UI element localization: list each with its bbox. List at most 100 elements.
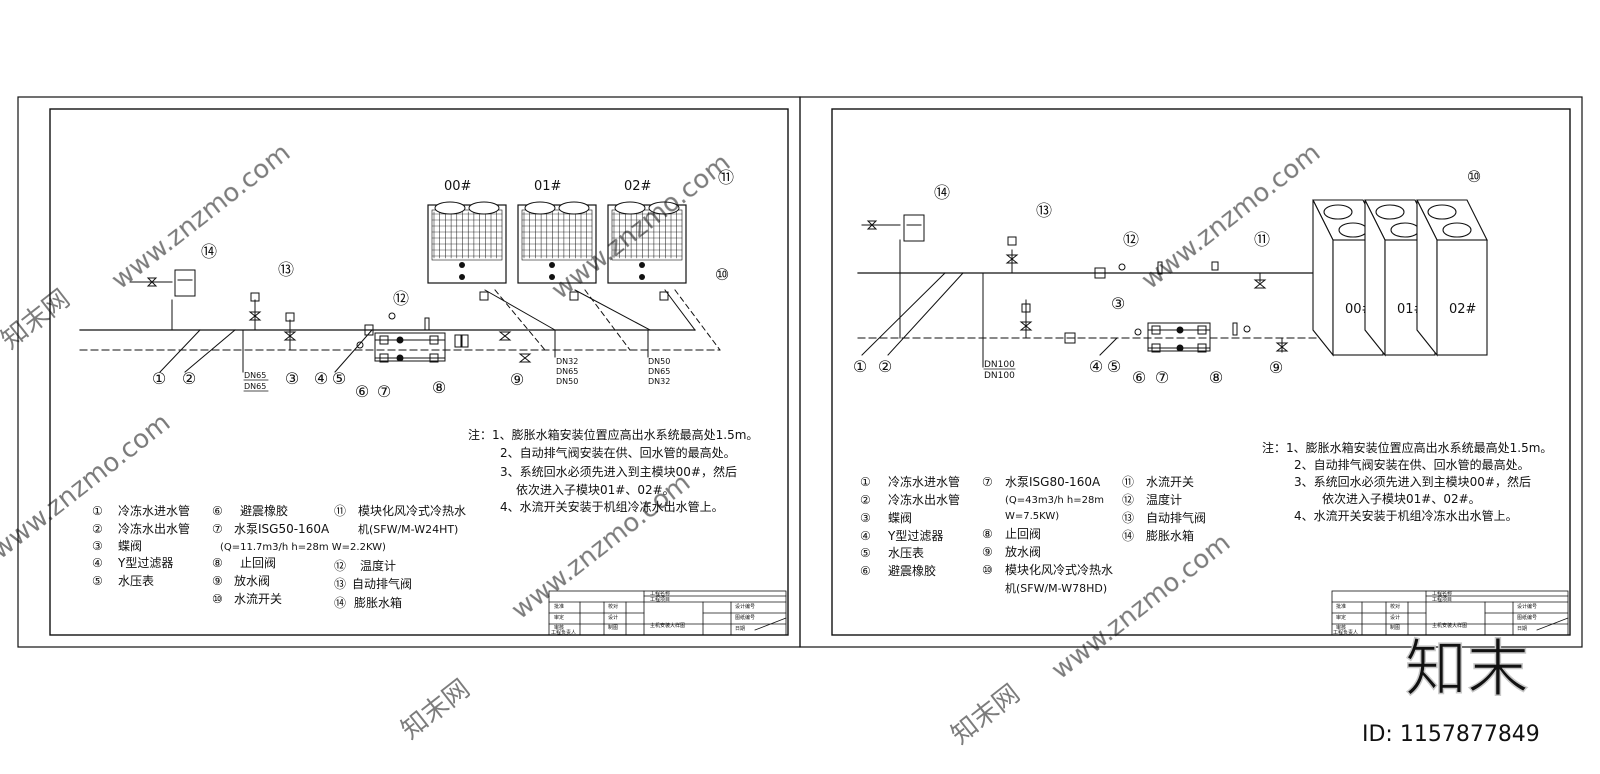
right-legend-num-6: ⑥	[860, 564, 871, 578]
right-legend-text-2: 冷冻水出水管	[888, 492, 960, 507]
callout-marker: ⑬	[278, 260, 294, 279]
callout-marker: ⑧	[1209, 368, 1223, 387]
left-tb-title: 主机安装大样图	[650, 622, 685, 629]
right-tb-row-3: 审核	[1336, 624, 1346, 631]
right-legend-text-7c: W=7.5KW)	[1005, 511, 1059, 522]
right-legend-text-3: 蝶阀	[888, 510, 912, 525]
callout-marker: ⑩	[1467, 167, 1481, 186]
left-legend-num-12: ⑫	[334, 559, 346, 573]
left-tb-row-1: 批准	[554, 603, 564, 610]
right-note-1: 注：1、膨胀水箱安装位置应高出水系统最高处1.5m。	[1262, 440, 1552, 455]
watermark-cn-1: 知末网	[0, 284, 76, 356]
right-legend-text-10: 模块化风冷式冷热水	[1005, 563, 1113, 577]
callout-number: ①	[853, 357, 867, 376]
left-legend-num-13: ⑬	[334, 577, 346, 591]
right-legend-text-10b: 机(SFW/M-W78HD)	[1005, 581, 1107, 595]
chiller-unit: 01#	[517, 179, 597, 284]
sheet-frames	[17, 96, 1583, 648]
left-pipe-size-labels: DN65 DN65 DN32 DN65 DN50 DN50 DN65 DN32	[243, 357, 670, 392]
right-tb-project-name: 工程名称	[1432, 590, 1452, 597]
left-legend-text-12: 温度计	[360, 558, 396, 573]
right-legend-num-13: ⑬	[1122, 511, 1134, 525]
left-legend-num-9: ⑨	[212, 574, 223, 588]
callout-marker: ⑧	[432, 378, 446, 397]
left-legend-text-11: 模块化风冷式冷热水	[358, 504, 466, 518]
right-note-5: 4、水流开关安装于机组冷冻水出水管上。	[1294, 508, 1518, 523]
right-tb-right-1: 设计编号	[1517, 603, 1537, 610]
callout-number: ⑤	[332, 369, 346, 388]
left-legend-num-8: ⑧	[212, 556, 223, 570]
left-legend-text-4: Y型过滤器	[117, 556, 173, 570]
callout-number: ⑬	[1036, 201, 1052, 220]
left-legend-text-14: 膨胀水箱	[354, 595, 402, 610]
left-legend-num-3: ③	[92, 539, 103, 553]
left-tb-project-name: 工程名称	[650, 590, 670, 597]
left-legend-text-7b: (Q=11.7m3/h h=28m W=2.2KW)	[220, 542, 386, 553]
left-legend-text-7: 水泵ISG50-160A	[234, 522, 330, 536]
right-legend: ① 冷冻水进水管 ② 冷冻水出水管 ③ 蝶阀 ④ Y型过滤器 ⑤ 水压表 ⑥ 避…	[860, 474, 1206, 595]
watermark-cn-2: 知末网	[396, 674, 476, 746]
callout-number: ⑨	[510, 370, 524, 389]
right-legend-num-8: ⑧	[982, 527, 993, 541]
left-legend-text-5: 水压表	[118, 574, 154, 588]
dn-label-r2: DN100	[984, 371, 1015, 381]
watermark-cn-3: 知末网	[946, 679, 1026, 751]
right-tb-row-2: 审定	[1336, 614, 1346, 621]
callout-number: ⑫	[1123, 230, 1139, 249]
watermark-site-5: www.znzmo.com	[0, 408, 176, 566]
left-legend: ① 冷冻水进水管 ② 冷冻水出水管 ③ 蝶阀 ④ Y型过滤器 ⑤ 水压表 ⑥ 避…	[92, 503, 466, 610]
right-tb-project-item: 工程项目	[1432, 596, 1452, 603]
callout-marker: ⑫	[1123, 230, 1139, 249]
callout-number: ⑧	[1209, 368, 1223, 387]
unit-label: 00#	[444, 179, 471, 194]
right-title-block	[1331, 590, 1569, 636]
left-tb-row-3: 审核	[554, 624, 564, 631]
callout-number: ⑬	[278, 260, 294, 279]
callout-number: ⑧	[432, 378, 446, 397]
dn-label-b3: DN50	[556, 377, 578, 386]
left-legend-num-1: ①	[92, 504, 103, 518]
callout-marker: ⑫	[393, 289, 409, 308]
callout-marker: ⑪	[1254, 230, 1270, 249]
left-tb-col-3: 制图	[608, 624, 618, 631]
right-note-4: 依次进入子模块01#、02#。	[1322, 491, 1481, 506]
left-tb-right-1: 设计编号	[735, 603, 755, 610]
callout-marker: ⑨	[510, 370, 524, 389]
right-legend-num-9: ⑨	[982, 545, 993, 559]
callout-number: ④	[314, 369, 328, 388]
left-legend-text-13: 自动排气阀	[352, 576, 412, 591]
callout-marker: ⑥	[1132, 368, 1146, 387]
right-notes: 注：1、膨胀水箱安装位置应高出水系统最高处1.5m。 2、自动排气阀安装在供、回…	[1262, 440, 1552, 523]
right-legend-text-6: 避震橡胶	[888, 563, 936, 578]
callout-number: ⑤	[1107, 357, 1121, 376]
callout-number: ④	[1089, 357, 1103, 376]
left-tb-row-4: 工程负责人	[551, 629, 576, 636]
left-legend-num-11: ⑪	[334, 504, 346, 518]
dn-label-b1: DN32	[556, 357, 578, 366]
left-tb-right-3: 日期	[735, 626, 745, 632]
left-tb-col-1: 校对	[608, 603, 618, 610]
left-legend-text-1: 冷冻水进水管	[118, 503, 190, 518]
left-pipes	[79, 281, 721, 373]
chiller-unit: 02#	[1416, 199, 1488, 357]
callout-marker: ②	[182, 369, 196, 388]
right-legend-num-14: ⑭	[1122, 529, 1134, 543]
left-notes: 注：1、膨胀水箱安装位置应高出水系统最高处1.5m。 2、自动排气阀安装在供、回…	[468, 427, 758, 514]
callout-number: ②	[878, 357, 892, 376]
right-legend-text-14: 膨胀水箱	[1146, 528, 1194, 543]
unit-label: 02#	[1449, 302, 1476, 317]
right-legend-num-1: ①	[860, 475, 871, 489]
callout-marker: ⑭	[201, 242, 217, 261]
brand-logo: 知末	[1405, 632, 1529, 705]
left-note-2: 2、自动排气阀安装在供、回水管的最高处。	[500, 445, 736, 460]
left-legend-text-8: 止回阀	[240, 556, 276, 570]
right-legend-num-2: ②	[860, 493, 871, 507]
callout-marker: ⑬	[1036, 201, 1052, 220]
right-legend-text-7: 水泵ISG80-160A	[1005, 475, 1101, 489]
callout-number: ③	[285, 369, 299, 388]
callout-marker: ⑭	[934, 183, 950, 202]
left-note-3: 3、系统回水必须先进入到主模块00#，然后	[500, 464, 737, 479]
